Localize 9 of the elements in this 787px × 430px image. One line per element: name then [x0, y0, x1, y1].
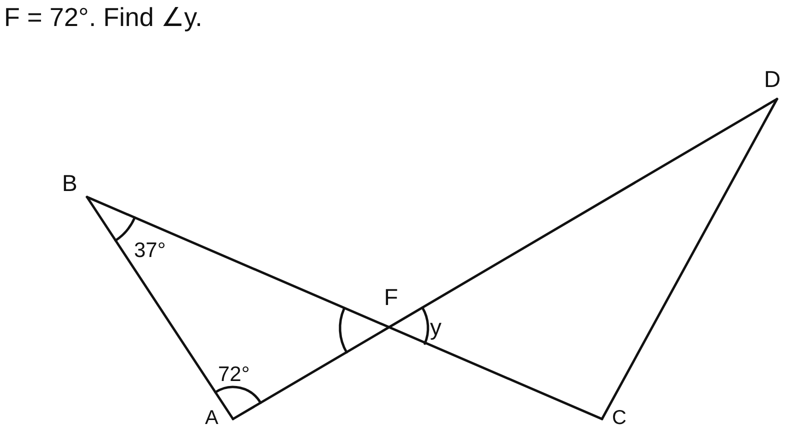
vertex-label: C: [612, 408, 626, 428]
angle-label: 72°: [218, 364, 250, 385]
angle-label: y: [430, 316, 442, 339]
angle-label: 37°: [134, 240, 166, 261]
vertex-label: B: [62, 172, 78, 195]
vertex-label: F: [384, 286, 398, 309]
vertex-label: D: [764, 68, 781, 91]
question-text: F = 72°. Find ∠y.: [4, 4, 202, 30]
vertex-label: A: [205, 408, 218, 428]
